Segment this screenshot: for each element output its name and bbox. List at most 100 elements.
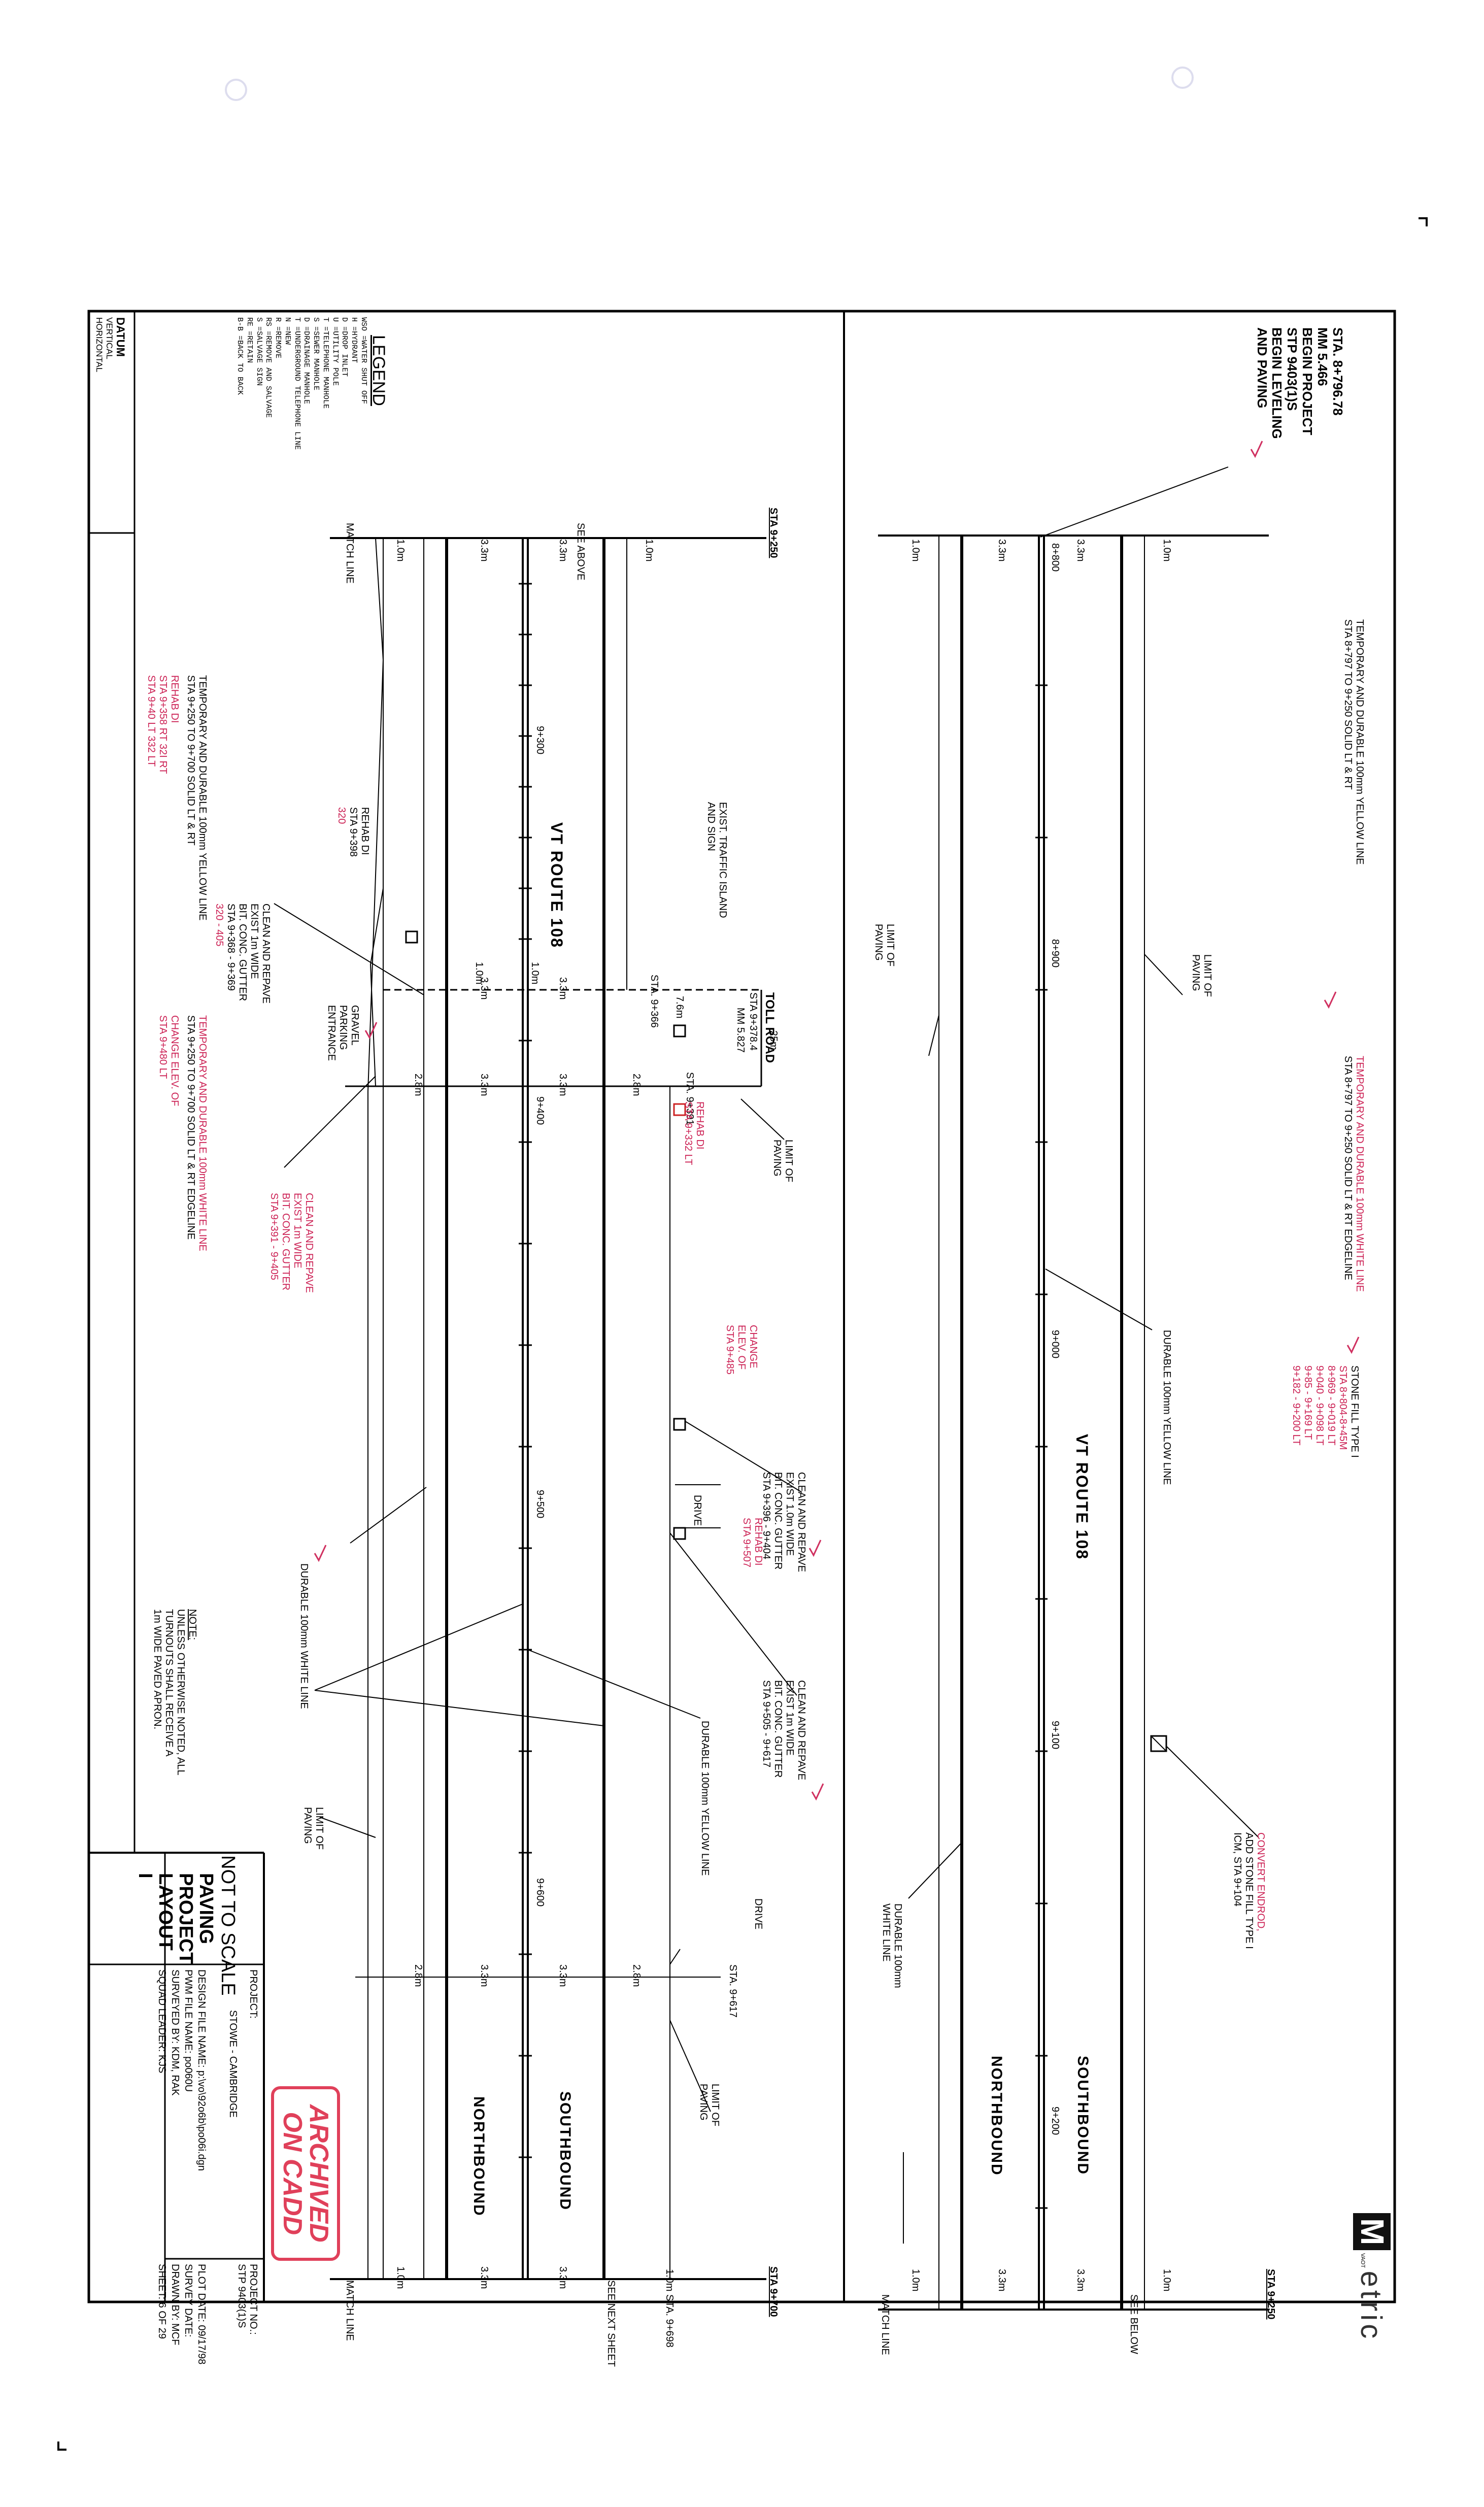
width-label: 2.8m xyxy=(413,1074,424,1096)
see-next-sheet: SEE NEXT SHEET xyxy=(605,2280,617,2367)
width-label: 3.3m xyxy=(996,539,1007,562)
station-9366: STA. 9+366 xyxy=(649,975,660,1028)
width-label: 3.3m xyxy=(996,2269,1007,2292)
width-label: 2.8m xyxy=(631,1074,642,1096)
station-start-lower: STA 9+250 xyxy=(768,508,779,558)
toll-sta: STA 9+378.4 xyxy=(748,992,759,1051)
tick-9100: 9+100 xyxy=(1050,1721,1061,1750)
tick-9300: 9+300 xyxy=(534,726,546,755)
width-label: 2.8m xyxy=(413,1964,424,1987)
note-durable-white-lower: DURABLE 100mm WHITE LINE xyxy=(298,1563,310,1709)
tick-8800: 8+800 xyxy=(1050,543,1061,572)
route-label-lower: VT ROUTE 108 xyxy=(548,822,566,949)
width-label: 1.0m xyxy=(1161,539,1172,562)
width-label: 7.6m xyxy=(674,996,685,1019)
toll-road-label: TOLL ROAD xyxy=(763,992,777,1063)
width-label: 1.0m xyxy=(910,2269,921,2292)
punch-hole-right-icon xyxy=(1171,66,1194,89)
width-label: 1.0m xyxy=(910,539,921,562)
vaot-logo: M VAOT etric xyxy=(1353,2213,1391,2342)
width-label: 3.3m xyxy=(557,1074,568,1096)
station-end-lower: STA 9+700 xyxy=(768,2266,779,2317)
toll-mm: MM 5.827 xyxy=(735,1008,746,1053)
match-line-top: MATCH LINE xyxy=(344,523,355,584)
width-label: 3.3m xyxy=(479,539,490,562)
width-label: 3.3m xyxy=(557,2266,568,2289)
tick-9200: 9+200 xyxy=(1050,2107,1061,2135)
see-above: SEE ABOVE xyxy=(575,523,586,581)
width-label: 1.0m xyxy=(644,539,655,562)
sheet-border xyxy=(87,310,1396,2303)
project-no: PROJECT NO.:STP 9403(1)S xyxy=(236,2264,259,2335)
southbound-label-lower: SOUTHBOUND xyxy=(557,2091,574,2211)
width-label: 1.0m xyxy=(529,962,541,985)
project-name: STOWE - CAMBRIDGE xyxy=(227,2010,239,2118)
width-label: 3.3m xyxy=(557,1964,568,1987)
northbound-label-upper: NORTHBOUND xyxy=(988,2056,1005,2176)
station-start-upper: STA 9+250 xyxy=(1265,2269,1276,2320)
tick-8900: 8+900 xyxy=(1050,939,1061,968)
corner-mark-icon xyxy=(1419,217,1428,226)
station-9617: STA. 9+617 xyxy=(727,1964,738,2018)
lower-plan xyxy=(274,537,802,2280)
legend-title: LEGEND xyxy=(369,335,388,406)
drive-label: DRIVE xyxy=(692,1495,703,1526)
tick-9500: 9+500 xyxy=(534,1490,546,1519)
logo-m-icon: M xyxy=(1353,2213,1391,2251)
route-label-upper: VT ROUTE 108 xyxy=(1073,1434,1091,1560)
northbound-label-lower: NORTHBOUND xyxy=(470,2096,487,2217)
match-line-bottom: MATCH LINE xyxy=(344,2280,355,2341)
project-label: PROJECT: xyxy=(248,1969,259,2019)
width-label: 3.3m xyxy=(1075,2269,1086,2292)
width-label: 1.0m xyxy=(1161,2269,1172,2292)
width-label: 3.3m xyxy=(1075,539,1086,562)
see-below: SEE BELOW xyxy=(1128,2294,1139,2354)
note-durable-yellow-lower: DURABLE 100mm YELLOW LINE xyxy=(699,1721,711,1876)
match-line-upper: MATCH LINE xyxy=(880,2294,891,2355)
tick-9400: 9+400 xyxy=(534,1096,546,1125)
not-to-scale: NOT TO SCALE xyxy=(217,1855,239,1996)
width-label: 3.3m xyxy=(479,2266,490,2289)
station-9698: 1.0m STA. 9+698 xyxy=(664,2269,675,2348)
width-label: 3.3m xyxy=(557,539,568,562)
width-label: 3.3m xyxy=(479,1074,490,1096)
width-label: 3.3m xyxy=(557,977,568,1000)
drive-label-2: DRIVE xyxy=(753,1898,764,1930)
width-label: 1.0m xyxy=(395,539,406,562)
width-label: 3.3m xyxy=(479,1964,490,1987)
tick-9600: 9+600 xyxy=(534,1878,546,1907)
width-label: 1.0m xyxy=(395,2266,406,2289)
note-durable-yellow-upper: DURABLE 100mm YELLOW LINE xyxy=(1161,1330,1172,1485)
